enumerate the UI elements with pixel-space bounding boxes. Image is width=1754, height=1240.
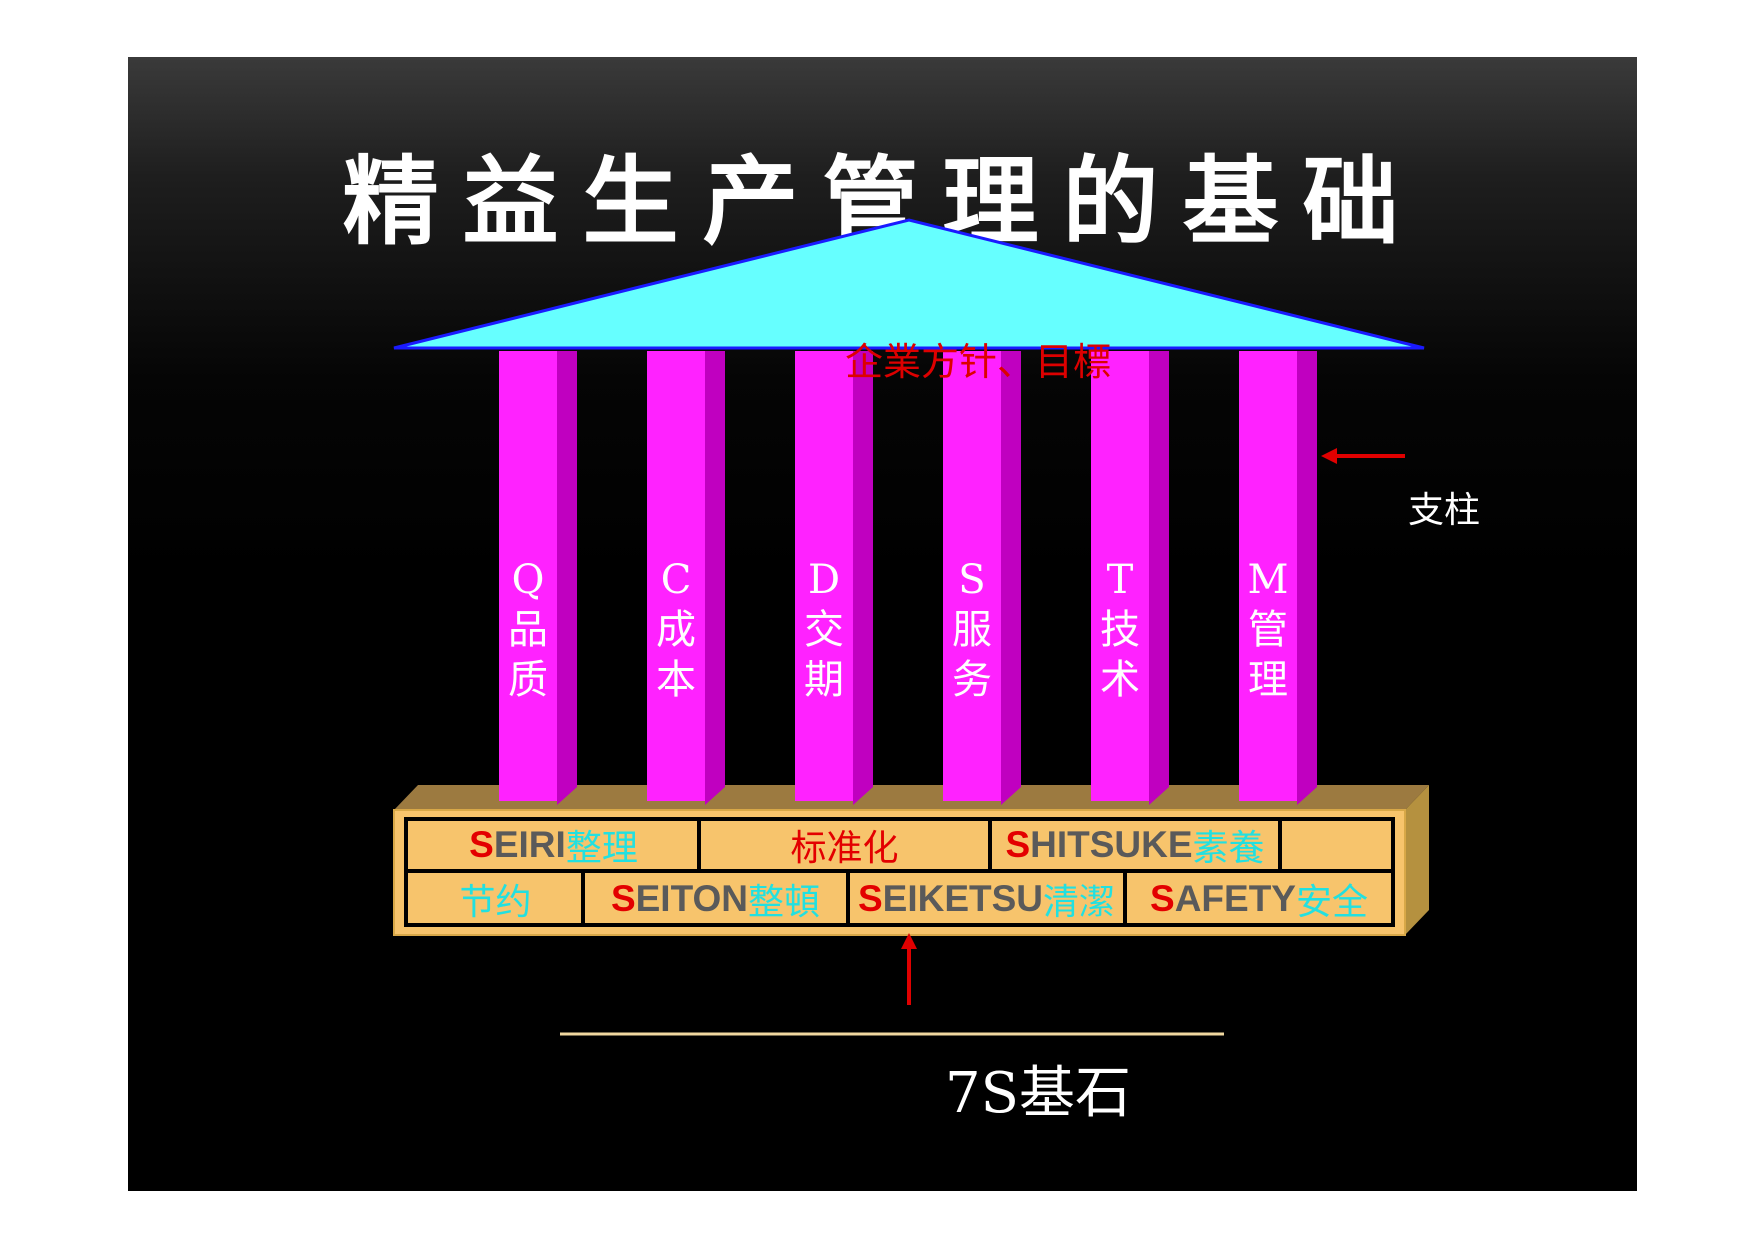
cell-term: EIRI bbox=[493, 824, 566, 865]
pillar-q bbox=[499, 351, 577, 805]
pillar-t bbox=[1091, 351, 1169, 805]
foundation-cell-standardization: 标准化 bbox=[701, 821, 988, 869]
cell-term: EIKETSU bbox=[882, 878, 1044, 919]
pillar-char: 术 bbox=[1100, 657, 1140, 703]
roof-triangle bbox=[393, 218, 1425, 350]
temple-diagram bbox=[393, 218, 1429, 1036]
foundation-label: 7S基石 bbox=[945, 1061, 1131, 1126]
pillar-char: 务 bbox=[952, 657, 992, 703]
base-row2-frame bbox=[404, 869, 1395, 927]
pillar-letter: S bbox=[958, 557, 986, 603]
cell-initial: S bbox=[1150, 878, 1175, 919]
pillar-char: 品 bbox=[508, 607, 548, 653]
pillar-s-text: S 服 务 bbox=[932, 555, 1012, 705]
foundation-cell-saving: 节约 bbox=[410, 875, 581, 923]
cell-initial: S bbox=[857, 878, 883, 919]
cell-chinese: 清潔 bbox=[1043, 882, 1116, 923]
pillar-char: 管 bbox=[1248, 607, 1288, 653]
cell-initial: S bbox=[1005, 824, 1031, 865]
pillar-char: 本 bbox=[656, 657, 696, 703]
pillar-m-text: M 管 理 bbox=[1228, 555, 1308, 705]
cell-chinese: 节约 bbox=[459, 882, 532, 923]
cell-chinese: 素養 bbox=[1192, 828, 1265, 869]
pillar-c bbox=[647, 351, 725, 805]
slide-background: 精益生产管理的基础 bbox=[128, 57, 1637, 1191]
cell-chinese: 安全 bbox=[1295, 882, 1368, 923]
cell-term: EITON bbox=[635, 878, 749, 919]
pillar-letter: T bbox=[1106, 557, 1134, 603]
pillar-char: 质 bbox=[508, 657, 548, 703]
cell-initial: S bbox=[469, 824, 494, 865]
roof-label: 企業方针、目標 bbox=[844, 340, 1111, 384]
cell-chinese: 标准化 bbox=[790, 828, 899, 869]
pillar-letter: D bbox=[807, 557, 841, 603]
cell-chinese: 整頓 bbox=[748, 882, 821, 923]
pillar-char: 交 bbox=[804, 607, 844, 653]
pillar-letter: Q bbox=[511, 557, 545, 603]
pillar-letter: C bbox=[660, 557, 692, 603]
pillar-d bbox=[795, 351, 873, 805]
pillar-label: 支柱 bbox=[1408, 490, 1481, 531]
pillar-q-text: Q 品 质 bbox=[488, 555, 568, 705]
pillar-char: 理 bbox=[1248, 657, 1288, 703]
pillar-d-text: D 交 期 bbox=[784, 555, 864, 705]
cell-term: HITSUKE bbox=[1030, 824, 1193, 865]
pillar-t-text: T 技 术 bbox=[1080, 555, 1160, 705]
pillar-label-arrowhead bbox=[1321, 448, 1337, 464]
pillar-char: 成 bbox=[656, 607, 696, 653]
pillar-s bbox=[943, 351, 1021, 805]
pillar-char: 期 bbox=[804, 657, 844, 703]
cell-initial: S bbox=[610, 878, 636, 919]
pillar-letter: M bbox=[1247, 557, 1289, 603]
pillar-char: 技 bbox=[1100, 607, 1140, 653]
cell-term: AFETY bbox=[1174, 878, 1296, 919]
pillar-char: 服 bbox=[952, 607, 992, 653]
cell-chinese: 整理 bbox=[565, 828, 638, 869]
pillar-m bbox=[1239, 351, 1317, 805]
pillar-c-text: C 成 本 bbox=[636, 555, 716, 705]
base-side-face bbox=[1405, 785, 1429, 935]
foundation-arrowhead bbox=[901, 933, 917, 949]
